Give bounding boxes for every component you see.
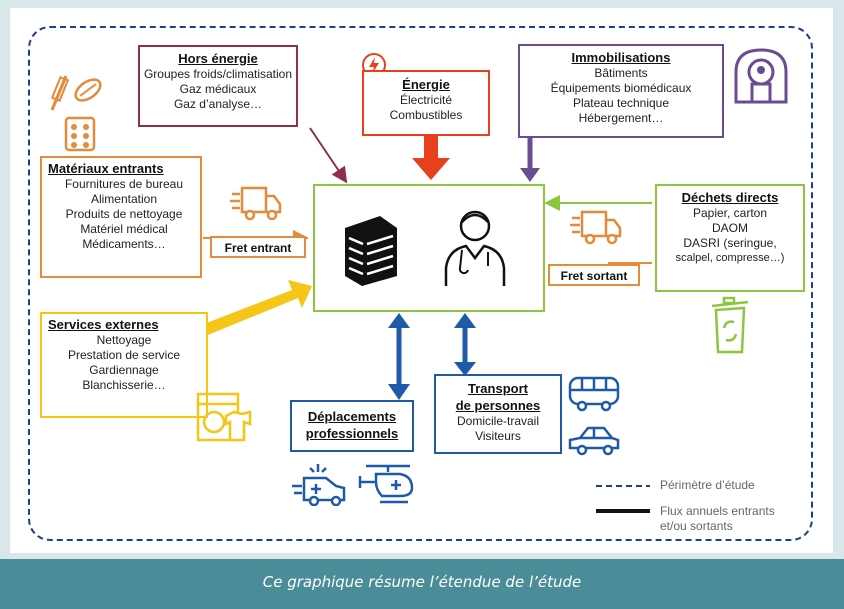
services-item: Nettoyage: [96, 333, 152, 347]
fret-entrant-label: Fret entrant: [210, 236, 306, 258]
transport-item: Visiteurs: [475, 429, 521, 443]
materiaux-title: Matériaux entrants: [48, 161, 164, 176]
study-perimeter: [28, 26, 813, 541]
materiaux-item: Produits de nettoyage: [65, 207, 183, 221]
services-arrow: [178, 280, 312, 344]
deplacements-title-line: professionnels: [305, 426, 399, 441]
hors-energie-item: Groupes froids/climatisation: [143, 67, 293, 81]
services-box: Services externes Nettoyage Prestation d…: [40, 312, 208, 418]
immobilisations-title: Immobilisations: [571, 50, 671, 65]
immobilisations-box: Immobilisations Bâtiments Équipements bi…: [518, 44, 724, 138]
dechets-item: DASRI (seringue,: [683, 236, 777, 250]
services-item: Prestation de service: [67, 348, 181, 362]
bus-icon: [568, 376, 620, 412]
hors-energie-item: Gaz d’analyse…: [173, 97, 263, 111]
doctor-icon: [444, 210, 506, 286]
transport-title-line: de personnes: [455, 398, 541, 413]
helicopter-icon: [358, 464, 414, 504]
fret-sortant-label: Fret sortant: [548, 264, 640, 286]
deplacements-title-line: Déplacements: [307, 409, 397, 424]
car-icon: [568, 426, 620, 456]
immobilisations-item: Plateau technique: [572, 96, 670, 110]
hors-energie-box: Hors énergie Groupes froids/climatisatio…: [138, 45, 298, 127]
energie-item: Combustibles: [389, 108, 463, 122]
legend-perimeter-label: Périmètre d’étude: [660, 478, 755, 492]
delivery-truck-icon: [570, 210, 622, 245]
establishment-box: [313, 184, 545, 312]
transport-box: Transport de personnes Domicile-travail …: [434, 374, 562, 454]
ambulance-icon: [292, 464, 346, 506]
pill-box-icon: [64, 116, 96, 152]
transport-item: Domicile-travail: [456, 414, 539, 428]
immobilisations-item: Bâtiments: [594, 66, 648, 80]
hors-energie-title: Hors énergie: [178, 51, 258, 66]
mri-scanner-icon: [734, 48, 788, 104]
dechets-title: Déchets directs: [681, 190, 779, 205]
medication-icon: [50, 75, 102, 111]
recycle-bin-icon: [711, 296, 749, 354]
dechets-item: DAOM: [712, 221, 748, 235]
figure-caption: Ce graphique résume l’étendue de l’étude: [0, 559, 844, 609]
deplacements-double-arrow: [388, 313, 410, 400]
materiaux-box: Matériaux entrants Fournitures de bureau…: [40, 156, 202, 278]
immobilisations-item: Hébergement…: [578, 111, 664, 125]
services-title: Services externes: [48, 317, 159, 332]
materiaux-item: Médicaments…: [82, 237, 166, 251]
transport-double-arrow: [454, 313, 476, 376]
immobilisations-item: Équipements biomédicaux: [550, 81, 692, 95]
deplacements-box: Déplacements professionnels: [290, 400, 414, 452]
building-icon: [345, 216, 397, 286]
materiaux-item: Alimentation: [90, 192, 158, 206]
energie-box: Énergie Électricité Combustibles: [362, 70, 490, 136]
hors-energie-arrow: [309, 127, 348, 184]
delivery-truck-icon: [230, 186, 282, 221]
services-item: Blanchisserie…: [82, 378, 166, 392]
energie-item: Électricité: [399, 93, 452, 107]
dechets-box: Déchets directs Papier, carton DAOM DASR…: [655, 184, 805, 292]
laundry-icon: [196, 392, 252, 442]
dechets-item: scalpel, compresse…): [675, 252, 785, 264]
energie-title: Énergie: [402, 77, 450, 92]
materiaux-item: Fournitures de bureau: [64, 177, 184, 191]
materiaux-item: Matériel médical: [80, 222, 168, 236]
dechets-item: Papier, carton: [692, 206, 768, 220]
hors-energie-item: Gaz médicaux: [179, 82, 257, 96]
flow-arrows: [178, 127, 652, 513]
legend-flux-label-line: et/ou sortants: [660, 519, 733, 533]
energie-arrow: [412, 136, 450, 180]
services-item: Gardiennage: [89, 363, 159, 377]
transport-title-line: Transport: [468, 381, 528, 396]
legend-flux-label-line: Flux annuels entrants: [660, 504, 775, 518]
diagram-area: Hors énergie Groupes froids/climatisatio…: [10, 8, 833, 553]
